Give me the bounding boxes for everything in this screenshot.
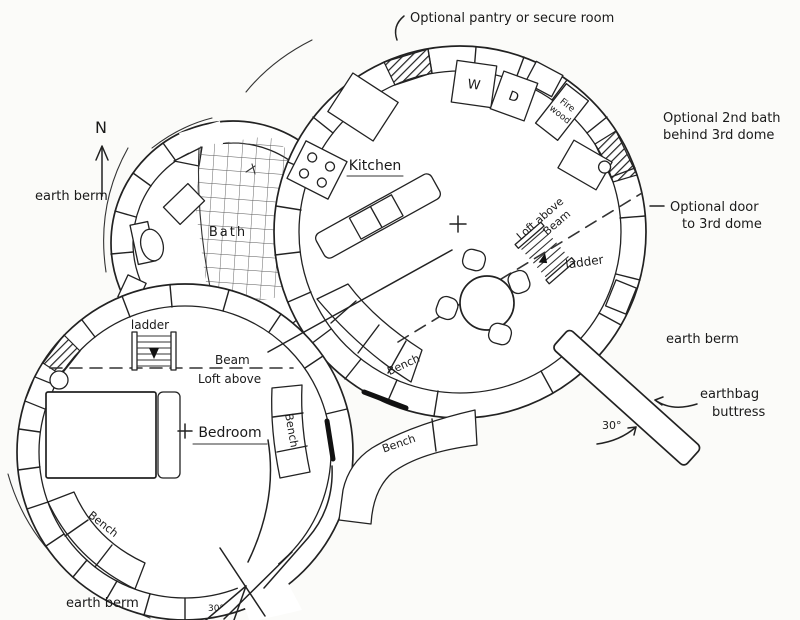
bedroom-bottom-bench-band: [47, 491, 146, 590]
entry-angle-label: 30°: [208, 604, 224, 614]
berm-arc-top: [245, 39, 313, 93]
earth-berm-right: earth berm: [666, 332, 739, 347]
ladder-arrow: [149, 348, 159, 359]
bedside-table: [49, 370, 69, 390]
burner: [316, 177, 327, 188]
bath-sink: [162, 182, 206, 226]
dryer: D: [489, 70, 539, 122]
bedroom-ladder: [131, 331, 177, 371]
kitchen-window-upper: [524, 60, 564, 98]
pantry-leader: [394, 15, 405, 41]
dining-table: [435, 248, 531, 346]
buttress-pointer-arrowhead: [654, 396, 664, 406]
bed-headboard: [157, 391, 181, 479]
kitchen-loft-dashed-line: [397, 192, 643, 343]
washer: W: [450, 59, 498, 109]
kitchen-partition: [267, 249, 453, 353]
bedroom-center-mark: [177, 423, 193, 439]
bath-partition: [197, 147, 211, 288]
second-bath-fixture: [557, 139, 613, 191]
kitchen-counter: [327, 72, 399, 142]
kitchen-window-right: [604, 279, 638, 315]
chair: [435, 295, 459, 321]
entry-fan-1: [205, 585, 247, 620]
center-bench-band: [338, 409, 478, 525]
entry-fan-2: [233, 585, 247, 620]
kitchen-center-mark: [449, 215, 467, 233]
sink-basin: [369, 194, 404, 229]
burner: [298, 168, 310, 179]
firewood-box: Fire wood: [534, 83, 590, 141]
second-bath-note-line2: behind 3rd dome: [663, 128, 774, 143]
bath-label: Bath: [209, 225, 247, 240]
dryer-label: D: [506, 89, 521, 107]
washer-label: W: [466, 77, 481, 94]
bench-shadow-1: [361, 389, 409, 411]
burner: [307, 152, 318, 163]
bedroom-loft-above-label: Loft above: [198, 372, 261, 386]
berm-arc-upper-left: [151, 117, 213, 149]
kitchen-ladder-label: ladder: [565, 252, 605, 271]
bedroom-side-bench-band: [271, 384, 311, 479]
chair: [487, 322, 513, 346]
compass-north: [95, 145, 109, 197]
berm-arc-left: [103, 147, 129, 273]
buttress-note-line1: earthbag: [700, 387, 759, 402]
kitchen-ladder: [514, 221, 576, 285]
kitchen-bench-band: [316, 283, 423, 383]
optional-door-hatch: [594, 130, 638, 183]
entrance-corridor: [205, 439, 333, 620]
pantry-hatch: [383, 48, 433, 86]
corridor-wall-left: [247, 439, 272, 563]
bedroom-interior: [45, 331, 294, 479]
earth-berm-left: earth berm: [35, 189, 108, 204]
chair: [461, 248, 487, 272]
door-note-line1: Optional door: [670, 200, 759, 215]
bed: [45, 391, 157, 479]
benches: [47, 283, 478, 590]
chair: [507, 269, 531, 295]
earth-berm-bottom: earth berm: [66, 596, 139, 611]
buttress-angle-label: 30°: [602, 419, 622, 432]
entry-cross-line-1: [223, 551, 293, 620]
buttress-angle-arc: [596, 426, 637, 445]
kitchen-interior: W D Fire wood: [267, 59, 643, 353]
kitchen-island: [314, 173, 442, 259]
second-bath-note-line1: Optional 2nd bath: [663, 111, 781, 126]
bedroom-side-bench-label: Bench: [282, 412, 301, 448]
north-label: N: [95, 118, 107, 137]
buttress-angle-arrowhead: [627, 426, 637, 436]
faucet-mark: [245, 163, 256, 175]
kitchen-label: Kitchen: [349, 158, 402, 174]
bedroom-beam-label: Beam: [215, 353, 250, 367]
toilet-bowl: [139, 228, 165, 262]
north-arrow-head: [95, 145, 109, 161]
buttress-group: [553, 329, 701, 466]
bedroom-ladder-label: ladder: [131, 318, 169, 332]
entry-cross-line-2: [219, 547, 266, 617]
bedroom-label: Bedroom: [198, 425, 261, 441]
corridor-wall-right: [263, 465, 333, 589]
entrance-gap: [232, 556, 302, 620]
buttress-note-line2: buttress: [712, 405, 766, 420]
earthbag-buttress: [553, 329, 701, 466]
table-top: [459, 275, 515, 331]
bedroom-wall-ticks: [17, 284, 348, 620]
stove: [286, 140, 348, 200]
burner: [324, 161, 336, 172]
pantry-note: Optional pantry or secure room: [410, 11, 614, 26]
door-note-line2: to 3rd dome: [682, 217, 762, 232]
ladder-arrow: [538, 253, 548, 264]
bench-shadow-2: [324, 418, 336, 462]
